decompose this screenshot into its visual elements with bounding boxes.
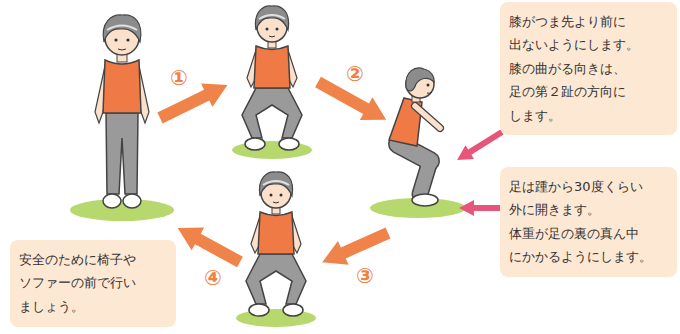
pointer-arrow [459, 200, 502, 216]
squat-figure [242, 6, 302, 150]
shoe [103, 194, 121, 208]
headband [107, 26, 137, 31]
step-number: ③ [356, 266, 374, 287]
step-arrow-shape [171, 217, 246, 274]
step-arrow [171, 217, 246, 274]
squat-figure [246, 172, 306, 316]
pointer-arrow-shape [459, 200, 502, 216]
eye [427, 84, 430, 87]
arm [415, 106, 440, 128]
ground [70, 199, 174, 221]
callout-text: 膝がつま先より前に 出ないようにします。 膝の曲がる向きは、 足の第２趾の方向に… [509, 10, 668, 127]
pointer-arrow [453, 125, 506, 167]
callout-text: 安全のために椅子や ソファーの前で行い ましょう。 [19, 248, 167, 318]
side-squat-figure [389, 68, 440, 206]
step-number: ② [346, 64, 364, 85]
ground [232, 141, 312, 159]
step-arrow-shape [317, 221, 393, 274]
callout-box: 安全のために椅子や ソファーの前で行い ましょう。 [10, 240, 176, 327]
shoe [412, 194, 438, 206]
step-arrow [317, 221, 393, 274]
arm-outline [415, 106, 440, 128]
callout-box: 足は踵から30度くらい 外に開きます。 体重が足の裏の真ん中 にかかるようにしま… [500, 167, 677, 277]
step-number: ④ [204, 268, 222, 289]
shin [420, 161, 430, 194]
shin-outline [420, 161, 430, 194]
step-arrow-shape [154, 73, 233, 129]
mouth [118, 49, 126, 50]
hair [406, 68, 434, 91]
hair [103, 15, 141, 42]
shoe [123, 194, 141, 208]
shirt [103, 60, 141, 113]
callout-box: 膝がつま先より前に 出ないようにします。 膝の曲がる向きは、 足の第２趾の方向に… [500, 2, 677, 135]
pointer-arrow-shape [453, 125, 506, 167]
callout-text: 足は踵から30度くらい 外に開きます。 体重が足の裏の真ん中 にかかるようにしま… [509, 175, 668, 269]
eye [114, 38, 117, 41]
eye [126, 38, 129, 41]
step-number: ① [170, 68, 188, 89]
ground [236, 309, 316, 327]
mouth [427, 92, 432, 93]
pants [106, 113, 138, 194]
step-arrow [154, 73, 233, 129]
standing-figure [95, 15, 149, 208]
